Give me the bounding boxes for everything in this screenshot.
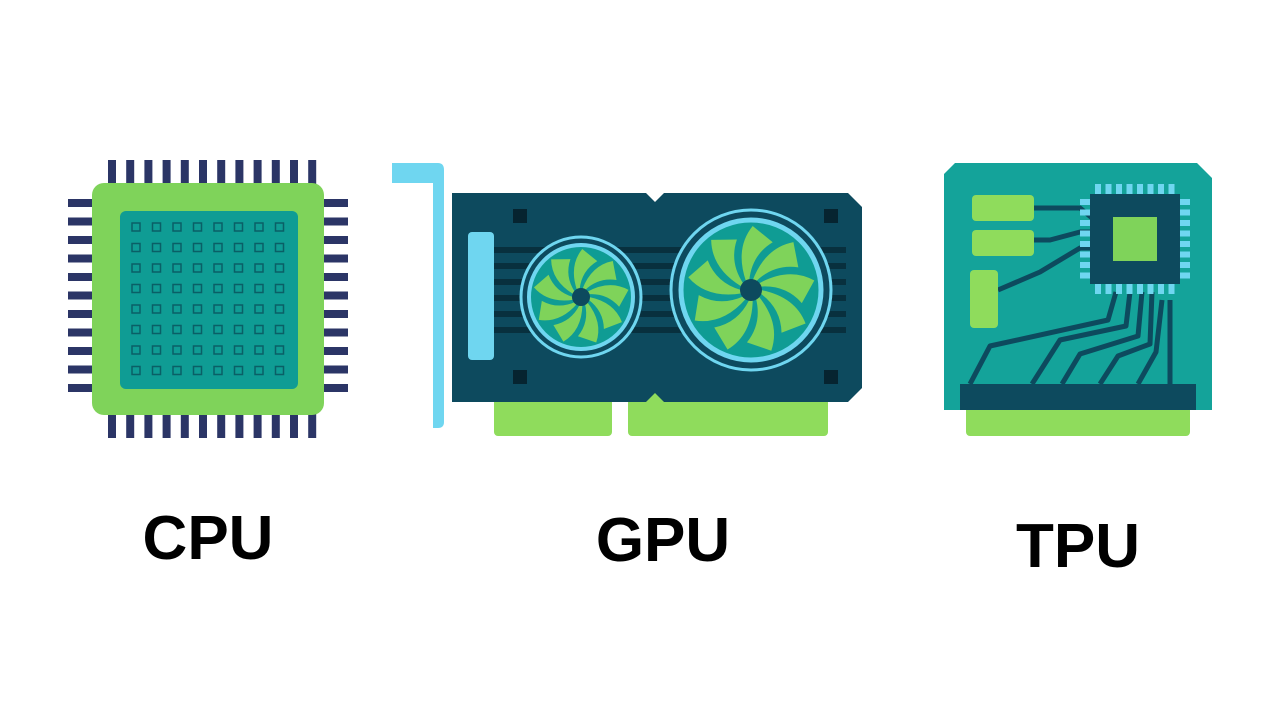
gpu-fan-left	[519, 235, 643, 359]
tpu-components	[970, 195, 1034, 328]
tpu-traces	[967, 205, 1173, 386]
cpu-die	[120, 211, 298, 389]
tpu-chip-pins	[1080, 184, 1190, 294]
tpu-board-icon	[944, 163, 1212, 436]
cpu-label: CPU	[142, 504, 274, 573]
gpu-heatsink-stripes	[470, 247, 846, 333]
tpu-chip-core	[1113, 217, 1157, 261]
gpu-label: GPU	[595, 506, 731, 575]
cpu-die-grid	[131, 222, 285, 376]
cpu-chip-icon	[68, 160, 348, 438]
tpu-label: TPU	[1016, 512, 1140, 581]
gpu-bracket	[392, 163, 444, 428]
cpu-pins	[68, 160, 348, 438]
tpu-contacts	[966, 404, 1190, 436]
gpu-card-icon	[392, 163, 862, 436]
gpu-fan-right	[669, 208, 833, 372]
tpu-bus-bar	[960, 384, 1196, 410]
gpu-side-panel	[468, 232, 494, 360]
gpu-screws	[513, 209, 838, 384]
